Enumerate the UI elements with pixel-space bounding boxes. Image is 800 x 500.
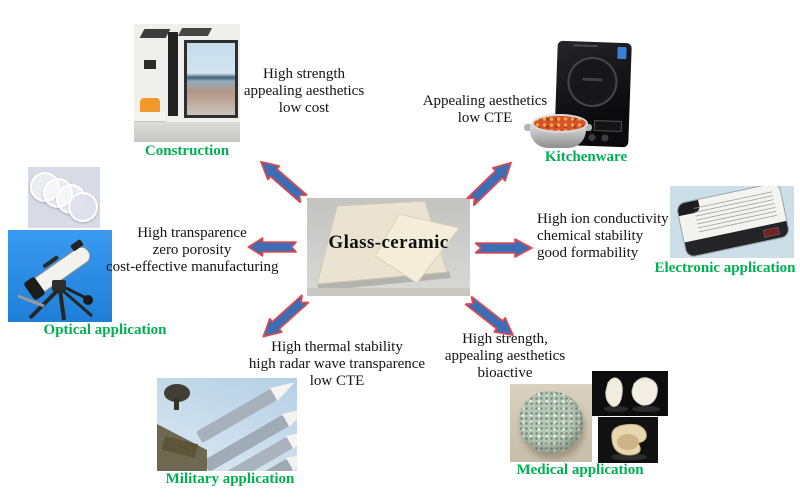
property-line: zero porosity bbox=[152, 242, 232, 258]
arrow-top-right bbox=[463, 155, 519, 210]
property-line: High transparence bbox=[137, 225, 247, 241]
arrow-left bbox=[247, 237, 297, 257]
electronic-label: Electronic application bbox=[654, 260, 796, 276]
cooking-pot-photo bbox=[524, 112, 592, 150]
house-interior-glass-wall-photo bbox=[134, 24, 240, 142]
construction-label: Construction bbox=[144, 143, 230, 159]
missiles-photo bbox=[157, 378, 297, 471]
optical-label: Optical application bbox=[43, 322, 167, 338]
property-line: appealing aesthetics bbox=[444, 348, 566, 364]
arrow-bottom-left bbox=[256, 291, 312, 345]
property-line: low cost bbox=[278, 100, 330, 116]
porous-scaffold-photo bbox=[510, 384, 592, 462]
property-line: cost-effective manufacturing bbox=[106, 259, 279, 275]
plates-graphic bbox=[307, 200, 470, 296]
property-line: appealing aesthetics bbox=[243, 83, 365, 99]
glass-ceramic-plates-photo: Glass-ceramic bbox=[307, 198, 470, 296]
center-title: Glass-ceramic bbox=[328, 232, 449, 253]
property-line: High ion conductivity bbox=[537, 211, 669, 227]
property-line: high radar wave transparence bbox=[248, 356, 426, 372]
property-line: low CTE bbox=[309, 373, 365, 389]
military-label: Military application bbox=[165, 471, 295, 487]
optical-properties: High transparence zero porosity cost-eff… bbox=[106, 225, 279, 276]
arrow-top-left bbox=[254, 153, 311, 206]
dental-crown-photo bbox=[598, 417, 658, 463]
arrow-bottom-right bbox=[462, 292, 520, 343]
electronic-properties: High ion conductivity chemical stability… bbox=[537, 211, 677, 262]
property-line: Appealing aesthetics bbox=[422, 93, 548, 109]
dental-crowns-photo bbox=[592, 371, 668, 416]
battery-photo bbox=[670, 186, 794, 258]
medical-properties: High strength, appealing aesthetics bioa… bbox=[441, 331, 569, 382]
property-line: High strength, bbox=[462, 331, 548, 347]
property-line: chemical stability bbox=[537, 228, 644, 244]
property-line: low CTE bbox=[457, 110, 513, 126]
construction-properties: High strength appealing aesthetics low c… bbox=[236, 66, 372, 117]
telescope-photo bbox=[8, 230, 112, 322]
property-line: bioactive bbox=[477, 365, 533, 381]
property-line: good formability bbox=[537, 245, 639, 261]
property-line: High strength bbox=[262, 66, 346, 82]
property-line: High thermal stability bbox=[271, 339, 403, 355]
kitchenware-label: Kitchenware bbox=[544, 149, 628, 165]
medical-label: Medical application bbox=[516, 462, 644, 478]
military-properties: High thermal stability high radar wave t… bbox=[244, 339, 430, 390]
kitchenware-properties: Appealing aesthetics low CTE bbox=[422, 93, 548, 127]
arrow-right bbox=[475, 238, 533, 258]
glass-lenses-photo bbox=[28, 167, 100, 228]
